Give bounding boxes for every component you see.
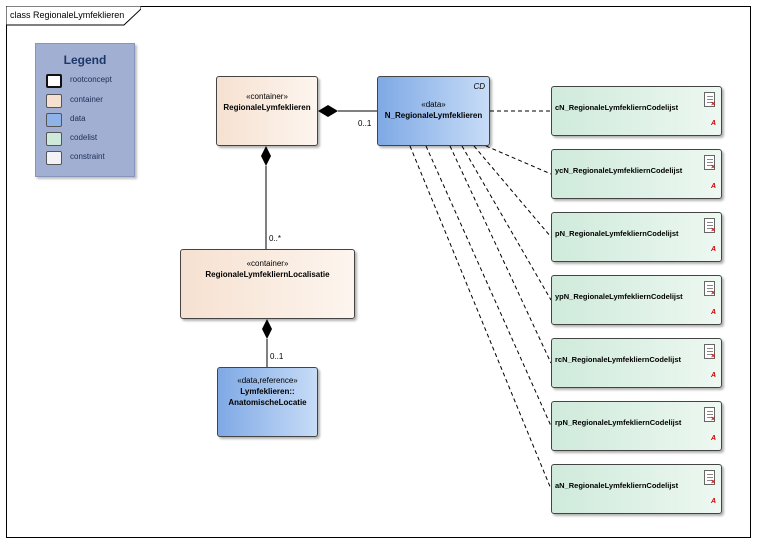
diagram-frame xyxy=(6,6,751,538)
legend-swatch-constraint xyxy=(46,151,62,165)
dependency-line-codelist-4 xyxy=(461,145,552,301)
composition-diamond-anatomische xyxy=(262,319,272,339)
class-name: RegionaleLymfeklieren xyxy=(223,103,311,112)
class-n-regionale-lymfeklieren[interactable]: CD «data» N_RegionaleLymfeklieren xyxy=(377,76,490,146)
abstract-mark: A xyxy=(710,120,716,127)
legend-label: data xyxy=(70,114,86,123)
frame-title: class RegionaleLymfeklieren xyxy=(10,10,125,20)
abstract-mark: A xyxy=(710,372,716,379)
abstract-mark: A xyxy=(710,498,716,505)
frame-tab xyxy=(6,6,141,26)
codelist-name: ycN_RegionaleLymfekliernCodelijst xyxy=(555,166,683,175)
codelist-box-1[interactable]: cN_RegionaleLymfekliernCodelijst × A xyxy=(551,86,722,136)
dependency-line-codelist-6 xyxy=(425,145,552,427)
class-name: N_RegionaleLymfeklieren xyxy=(384,111,483,120)
codelist-document-icon: × xyxy=(704,92,715,108)
legend-label: constraint xyxy=(70,152,105,161)
class-name: RegionaleLymfekliernLocalisatie xyxy=(205,270,330,279)
class-name-line-2: AnatomischeLocatie xyxy=(228,398,307,407)
codelist-document-icon: × xyxy=(704,155,715,171)
abstract-mark: A xyxy=(710,183,716,190)
dependency-line-codelist-3 xyxy=(473,145,552,238)
legend: Legend rootconcept container data codeli… xyxy=(35,43,135,177)
class-name-line-1: Lymfeklieren:: xyxy=(240,387,295,396)
legend-swatch-data xyxy=(46,113,62,127)
stereotype-label: «container» xyxy=(246,259,289,268)
abstract-mark: A xyxy=(710,309,716,316)
class-anatomische-locatie[interactable]: «data,reference» Lymfeklieren:: Anatomis… xyxy=(217,367,318,437)
abstract-mark: A xyxy=(710,435,716,442)
codelist-box-5[interactable]: rcN_RegionaleLymfekliernCodelijst × A xyxy=(551,338,722,388)
multiplicity-localisatie: 0..* xyxy=(269,234,282,243)
abstract-mark: A xyxy=(710,246,716,253)
codelist-document-icon: × xyxy=(704,281,715,297)
legend-label: container xyxy=(70,95,103,104)
class-regionale-lymfeklieren-localisatie[interactable]: «container» RegionaleLymfekliernLocalisa… xyxy=(180,249,355,319)
codelist-document-icon: × xyxy=(704,344,715,360)
dependency-line-codelist-2 xyxy=(485,145,552,175)
multiplicity-n-regionale: 0..1 xyxy=(358,119,372,128)
cd-tag: CD xyxy=(473,82,485,91)
codelist-document-icon: × xyxy=(704,470,715,486)
stereotype-label: «data» xyxy=(421,100,446,109)
legend-label: codelist xyxy=(70,133,98,142)
codelist-box-7[interactable]: aN_RegionaleLymfekliernCodelijst × A xyxy=(551,464,722,514)
codelist-document-icon: × xyxy=(704,407,715,423)
codelist-name: rcN_RegionaleLymfekliernCodelijst xyxy=(555,355,682,364)
codelist-name: rpN_RegionaleLymfekliernCodelijst xyxy=(555,418,682,427)
codelist-name: cN_RegionaleLymfekliernCodelijst xyxy=(555,103,679,112)
stereotype-label: «container» xyxy=(246,92,288,101)
legend-swatch-codelist xyxy=(46,132,62,146)
dependency-line-codelist-7 xyxy=(409,145,552,490)
dependency-line-codelist-5 xyxy=(449,145,552,364)
codelist-box-2[interactable]: ycN_RegionaleLymfekliernCodelijst × A xyxy=(551,149,722,199)
legend-label: rootconcept xyxy=(70,75,112,84)
composition-diamond-n-regionale xyxy=(318,105,338,117)
codelist-name: aN_RegionaleLymfekliernCodelijst xyxy=(555,481,679,490)
codelist-document-icon: × xyxy=(704,218,715,234)
composition-diamond-localisatie xyxy=(261,146,271,166)
legend-swatch-container xyxy=(46,94,62,108)
codelist-name: ypN_RegionaleLymfekliernCodelijst xyxy=(555,292,683,301)
class-regionale-lymfeklieren[interactable]: «container» RegionaleLymfeklieren xyxy=(216,76,318,146)
codelist-box-4[interactable]: ypN_RegionaleLymfekliernCodelijst × A xyxy=(551,275,722,325)
stereotype-label: «data,reference» xyxy=(237,376,298,385)
legend-swatch-rootconcept xyxy=(46,74,62,88)
codelist-box-3[interactable]: pN_RegionaleLymfekliernCodelijst × A xyxy=(551,212,722,262)
multiplicity-anatomische: 0..1 xyxy=(270,352,284,361)
codelist-name: pN_RegionaleLymfekliernCodelijst xyxy=(555,229,679,238)
legend-title: Legend xyxy=(63,53,107,67)
codelist-box-6[interactable]: rpN_RegionaleLymfekliernCodelijst × A xyxy=(551,401,722,451)
